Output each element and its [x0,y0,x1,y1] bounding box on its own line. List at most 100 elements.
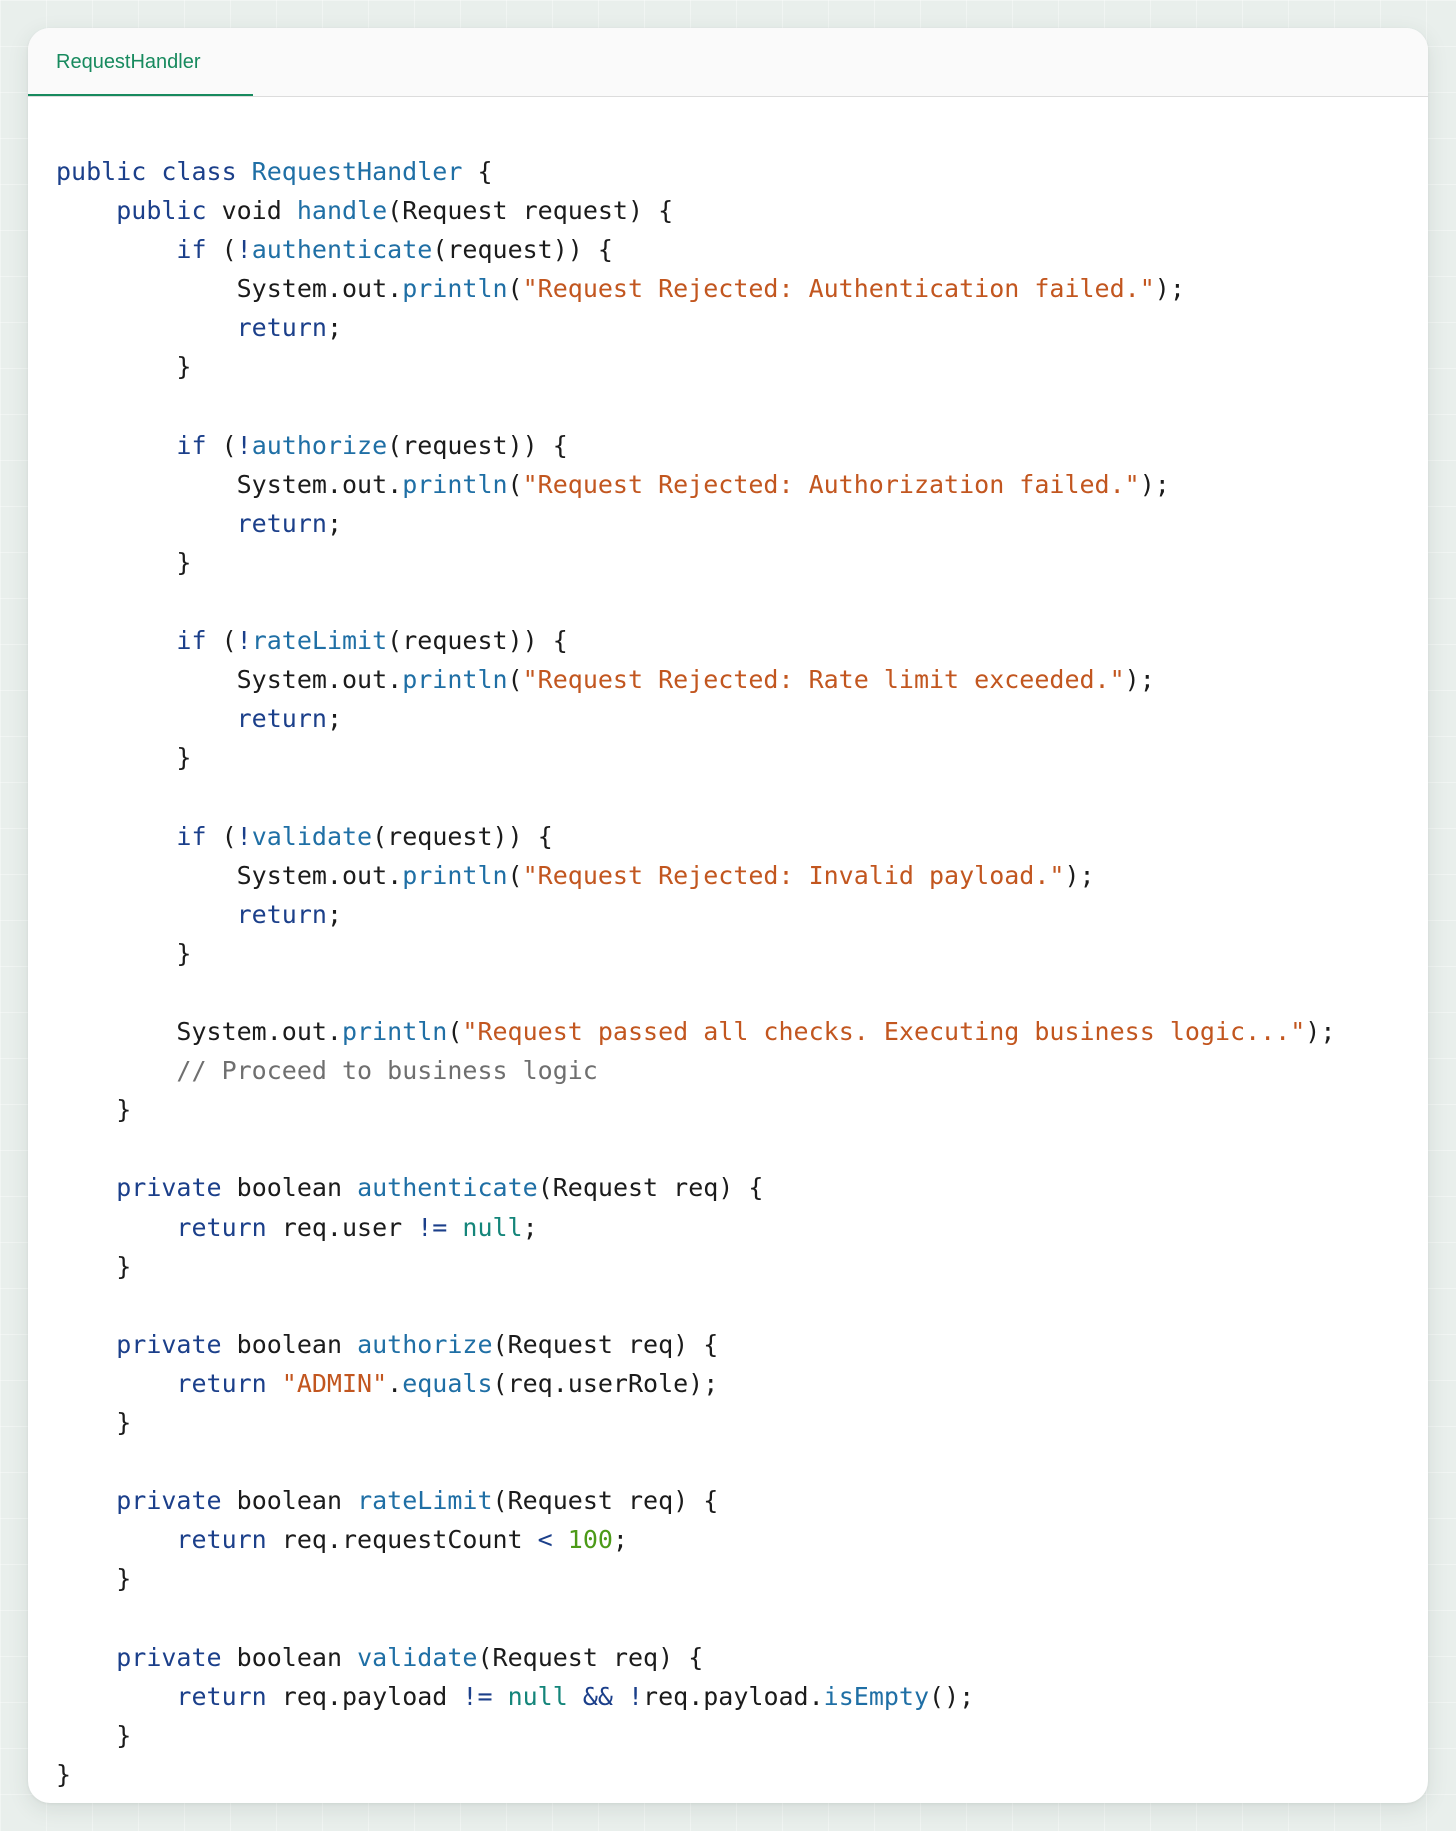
code-line: } [56,1403,1335,1442]
keyword-token: if [176,430,222,460]
code-line [56,778,1335,817]
code-text-token: System.out. [56,860,403,890]
code-text-token: ( [507,860,523,890]
code-text-token: { [462,157,493,186]
function-name-token: RequestHandler [251,157,463,186]
code-text-token: . [387,1368,403,1398]
string-literal-token: "Request passed all checks. Executing bu… [462,1017,1306,1047]
code-text-token: (req.userRole); [492,1368,719,1398]
code-text-token: } [56,1095,132,1125]
code-text-token: boolean [236,1173,358,1203]
operator-token: < [537,1525,568,1555]
keyword-token: public class [56,157,252,186]
code-text-token [56,235,176,264]
code-text-token: req.requestCount [281,1525,538,1555]
code-line: if (!authorize(request)) { [56,426,1335,465]
code-text-token: ; [522,1212,538,1242]
code-line: if (!authenticate(request)) { [56,230,1335,269]
code-text-token: (Request request) { [387,196,674,226]
function-name-token: println [402,274,508,304]
code-line: return; [56,699,1335,738]
code-text-token [56,1330,116,1359]
code-line: System.out.println("Request Rejected: In… [56,856,1335,895]
code-text-token: req.payload [281,1681,463,1711]
operator-token: && ! [582,1681,644,1711]
literal-token: null [507,1681,583,1711]
code-line: } [56,1755,1335,1794]
keyword-token: return [176,1368,282,1398]
code-text-token: boolean [236,1486,358,1516]
keyword-token: if [176,235,222,265]
code-line: return req.user != null; [56,1208,1335,1247]
function-name-token: rateLimit [251,626,388,656]
code-line: } [56,1247,1335,1286]
code-line: } [56,1559,1335,1598]
code-text-token: ; [612,1525,628,1555]
code-line: private boolean validate(Request req) { [56,1638,1335,1677]
keyword-token: private [116,1486,237,1516]
function-name-token: authenticate [357,1173,538,1203]
code-line [56,1286,1335,1325]
keyword-token: if [176,821,222,851]
code-text-token: ( [507,274,523,304]
code-line: return; [56,895,1335,934]
keyword-token: return [176,1681,282,1711]
code-text-token [56,431,176,460]
keyword-token: private [116,1173,237,1203]
code-text-token: ; [326,899,342,929]
function-name-token: println [402,665,508,695]
string-literal-token: "Request Rejected: Authorization failed.… [522,469,1140,499]
code-text-token: } [56,1720,132,1750]
code-text-token: (request)) { [372,821,553,851]
code-line: if (!rateLimit(request)) { [56,621,1335,660]
code-text-token: } [56,1408,132,1437]
code-text-token [56,1682,176,1711]
tab-bar: RequestHandler [28,28,1428,97]
function-name-token: rateLimit [357,1486,493,1516]
function-name-token: validate [357,1642,478,1672]
operator-token: != [462,1681,508,1711]
code-line: private boolean rateLimit(Request req) { [56,1481,1335,1520]
code-text-token: ( [221,821,237,851]
code-text-token: ; [326,508,342,538]
tab-request-handler[interactable]: RequestHandler [28,28,253,96]
comment-token: // Proceed to business logic [176,1056,598,1086]
code-text-token [56,822,176,851]
code-text-token: } [56,1251,132,1281]
code-text-token: } [56,938,192,968]
function-name-token: equals [402,1368,493,1398]
code-line: return; [56,504,1335,543]
code-text-token: ); [1305,1017,1336,1047]
code-text-token: (); [929,1681,975,1711]
code-text-token: ); [1124,665,1155,695]
keyword-token: private [116,1329,237,1359]
code-text-token [56,704,237,733]
operator-token: ! [236,430,252,460]
code-line: public void handle(Request request) { [56,191,1335,230]
code-line: System.out.println("Request Rejected: Au… [56,269,1335,308]
code-text-token [56,509,237,538]
code-line: } [56,1716,1335,1755]
code-line: } [56,543,1335,582]
code-editor[interactable]: public class RequestHandler { public voi… [56,152,1335,1794]
code-text-token: boolean [236,1329,358,1359]
code-line: if (!validate(request)) { [56,817,1335,856]
code-text-token: req.payload. [643,1681,824,1711]
code-text-token: ; [326,313,342,343]
code-line [56,1129,1335,1168]
operator-token: != [417,1212,463,1242]
code-text-token [56,1525,176,1554]
literal-token: null [462,1212,523,1242]
operator-token: ! [236,821,252,851]
code-text-token: System.out. [56,665,403,695]
code-text-token: (request)) { [387,430,568,460]
code-line [56,1598,1335,1637]
code-text-token: ); [1154,274,1185,304]
code-line: private boolean authorize(Request req) { [56,1325,1335,1364]
code-text-token: ( [221,235,237,265]
code-line: public class RequestHandler { [56,152,1335,191]
code-text-token [56,900,237,929]
code-text-token: ); [1139,469,1170,499]
code-text-token: System.out. [56,469,403,499]
keyword-token: if [176,626,222,656]
